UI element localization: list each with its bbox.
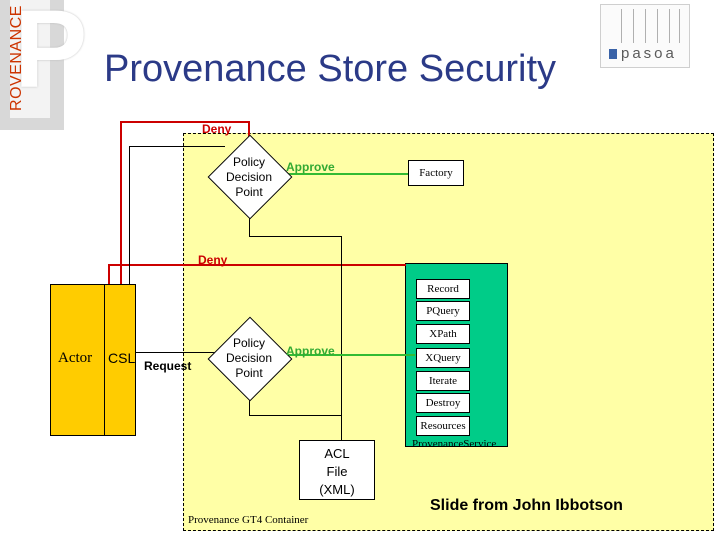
service-item-pquery: PQuery bbox=[416, 301, 470, 321]
pdp-top-label: Policy Decision Point bbox=[214, 155, 284, 200]
approve-label-top: Approve bbox=[286, 160, 335, 174]
service-item-xquery: XQuery bbox=[416, 348, 470, 368]
actor-label: Actor bbox=[58, 350, 93, 366]
request-line-up bbox=[129, 146, 130, 284]
pasoa-logo: pasoa bbox=[600, 4, 690, 68]
factory-box: Factory bbox=[408, 160, 464, 186]
request-line-to-pdp-top bbox=[129, 146, 225, 147]
request-line-to-pdp-bottom bbox=[136, 352, 228, 353]
approve-line-top bbox=[280, 173, 408, 175]
pdp-to-acl-horizontal bbox=[249, 236, 341, 237]
pdp-top-line-1: Policy bbox=[232, 155, 265, 169]
pdp-bottom-down-line bbox=[249, 392, 250, 415]
slide-credit: Slide from John Ibbotson bbox=[430, 497, 623, 514]
csl-label: CSL bbox=[108, 350, 136, 366]
pdp-bottom-line-1: Policy bbox=[232, 336, 265, 350]
deny-line-top-drop bbox=[248, 121, 250, 142]
deny-line-mid-horizontal bbox=[108, 264, 406, 266]
container-label: Provenance GT4 Container bbox=[188, 514, 309, 526]
deny-label-top: Deny bbox=[202, 122, 232, 136]
logo-vertical-text: ROVENANCE bbox=[8, 5, 25, 111]
slide-title: Provenance Store Security bbox=[104, 48, 557, 90]
pdp-top-line-3: Point bbox=[235, 185, 263, 199]
acl-line-2: File bbox=[326, 464, 348, 479]
deny-label-mid: Deny bbox=[198, 253, 228, 267]
deny-line-top-horizontal bbox=[120, 121, 249, 123]
acl-line-3: (XML) bbox=[319, 482, 355, 497]
deny-line-mid-vertical bbox=[108, 264, 110, 284]
service-item-iterate: Iterate bbox=[416, 371, 470, 391]
acl-vertical-line bbox=[341, 236, 342, 442]
request-label: Request bbox=[144, 359, 192, 373]
provenance-service-label: ProvenanceService bbox=[412, 438, 497, 450]
pdp-top-line-2: Decision bbox=[225, 170, 273, 184]
approve-line-bottom bbox=[280, 354, 415, 356]
service-item-xpath: XPath bbox=[416, 324, 470, 344]
acl-line-1: ACL bbox=[324, 446, 350, 461]
provenance-logo: P ROVENANCE bbox=[0, 0, 87, 130]
service-item-destroy: Destroy bbox=[416, 393, 470, 413]
pasoa-logo-word: pasoa bbox=[621, 45, 677, 62]
pdp-bottom-line-2: Decision bbox=[225, 351, 273, 365]
service-item-resources: Resources bbox=[416, 416, 470, 436]
actor-divider bbox=[104, 284, 105, 436]
actor-box bbox=[50, 284, 136, 436]
pdp-bottom-label: Policy Decision Point bbox=[214, 336, 284, 381]
logo-letter: P bbox=[14, 0, 88, 111]
deny-line-top-vertical bbox=[120, 121, 122, 284]
pdp-bottom-to-acl-line bbox=[249, 415, 341, 416]
acl-file-document: ACL File (XML) bbox=[299, 440, 375, 500]
pdp-bottom-line-3: Point bbox=[235, 366, 263, 380]
approve-label-bottom: Approve bbox=[286, 344, 335, 358]
service-item-record: Record bbox=[416, 279, 470, 299]
pdp-top-down-line bbox=[249, 206, 250, 236]
